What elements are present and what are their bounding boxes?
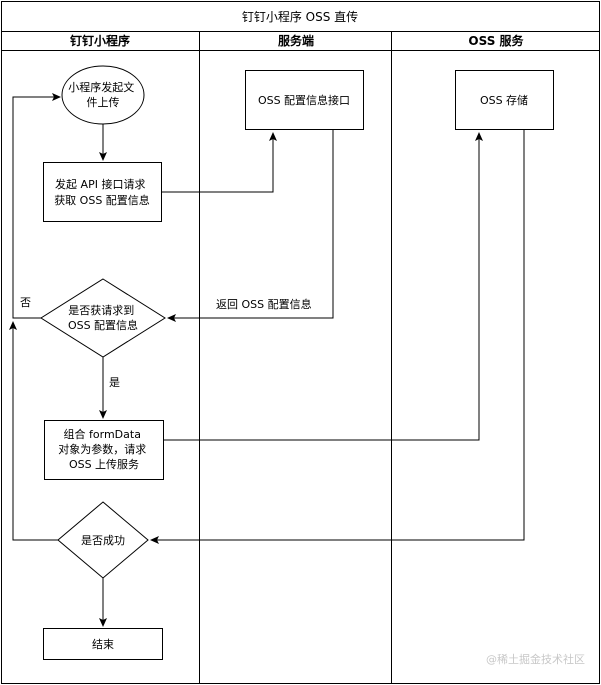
end-node: [43, 628, 163, 660]
edge-server-return: [167, 130, 334, 322]
start-node-label: 小程序发起文 件上传: [68, 80, 138, 109]
edge-label-return-config: 返回 OSS 配置信息: [216, 297, 312, 311]
edge-request-to-server: [162, 132, 277, 193]
edge-upload-to-oss: [164, 132, 483, 441]
lane-header-oss: OSS 服务: [468, 33, 524, 48]
server-api-node: [245, 70, 364, 130]
edge-oss-result: [150, 130, 525, 544]
end-node-label: 结束: [92, 638, 114, 651]
diagram-title: 钉钉小程序 OSS 直传: [242, 9, 358, 24]
oss-storage-label: OSS 存储: [480, 93, 528, 107]
lane-header-server: 服务端: [278, 33, 314, 48]
decision-success-label: 是否成功: [81, 534, 125, 547]
upload-node-label: 组合 formData 对象为参数，请求 OSS 上传服务: [58, 427, 150, 471]
decision-config-label: 是否获请求到 OSS 配置信息: [68, 304, 138, 332]
lane-header-miniapp: 钉钉小程序: [70, 33, 130, 48]
oss-storage-node: [455, 70, 554, 130]
edge-label-yes: 是: [109, 376, 120, 389]
server-api-label: OSS 配置信息接口: [258, 93, 350, 107]
start-node: [61, 65, 145, 125]
watermark: @稀土掘金技术社区: [486, 652, 585, 666]
decision-config-node: [40, 278, 166, 358]
edge-fail-retry: [9, 321, 58, 541]
request-config-label: 发起 API 接口请求 获取 OSS 配置信息: [54, 177, 150, 207]
edge-no-retry: [12, 93, 61, 319]
request-config-node: [43, 162, 162, 222]
upload-node: [44, 420, 164, 480]
edge-label-no: 否: [20, 296, 31, 309]
